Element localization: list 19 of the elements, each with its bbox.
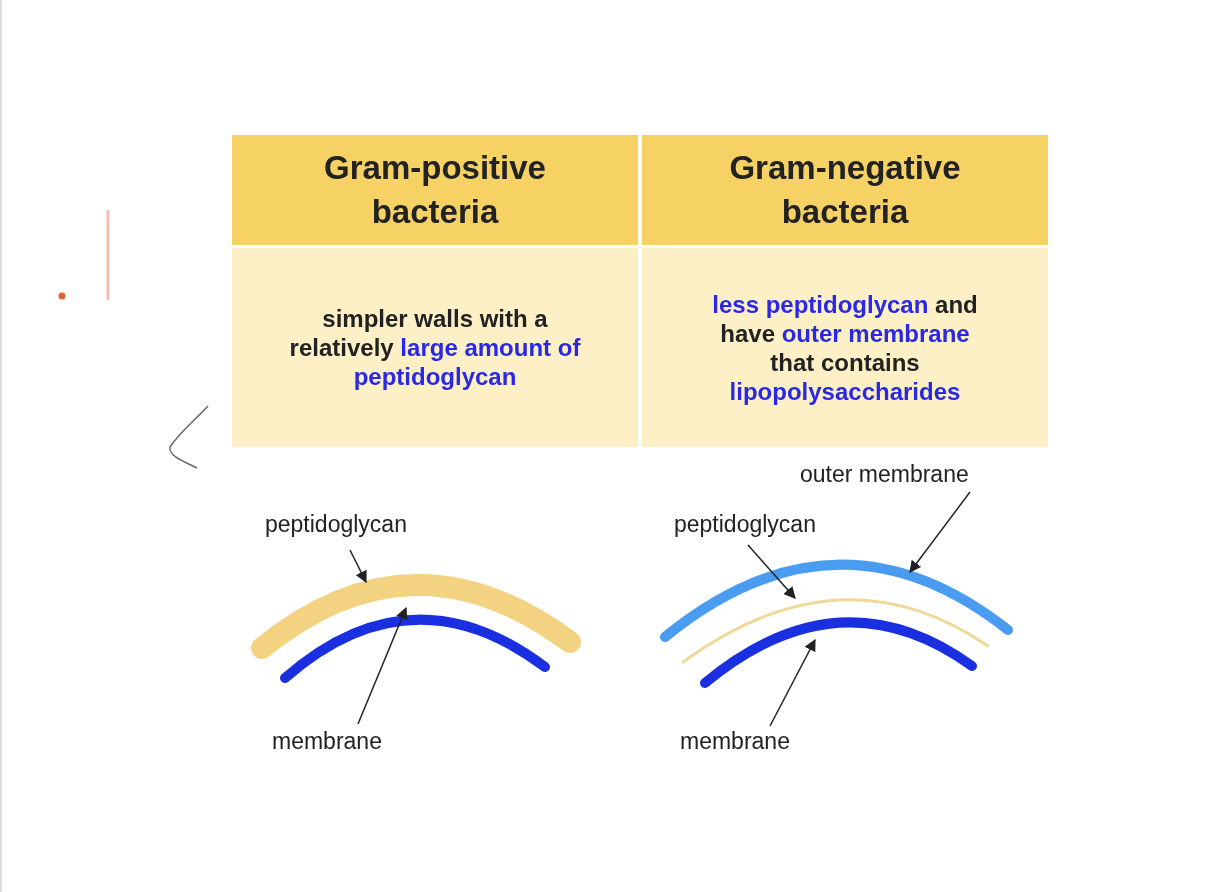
part-label: outer membrane xyxy=(800,460,969,488)
peptidoglycan-layer xyxy=(681,598,990,664)
membrane-layer xyxy=(700,617,977,688)
leader-arrow xyxy=(349,549,367,584)
leader-arrow xyxy=(769,638,816,727)
leader-arrow xyxy=(747,544,796,599)
peptidoglycan-layer xyxy=(251,574,581,659)
cell-text: simpler walls with a relatively large amount of peptidoglycan xyxy=(288,304,582,391)
part-label: peptidoglycan xyxy=(674,510,816,538)
outer-membrane-layer xyxy=(660,559,1013,642)
part-label: peptidoglycan xyxy=(265,510,407,538)
column-heading: Gram-positive bacteria xyxy=(323,148,547,232)
leader-arrow xyxy=(357,606,408,725)
column-heading: Gram-negative bacteria xyxy=(728,148,962,232)
cell-text: less peptidoglycan and have outer membrane that contains lipopolysaccharides xyxy=(711,289,979,406)
part-label: membrane xyxy=(680,727,790,755)
part-label: membrane xyxy=(272,727,382,755)
leader-arrow xyxy=(909,491,971,573)
membrane-layer xyxy=(280,614,550,683)
